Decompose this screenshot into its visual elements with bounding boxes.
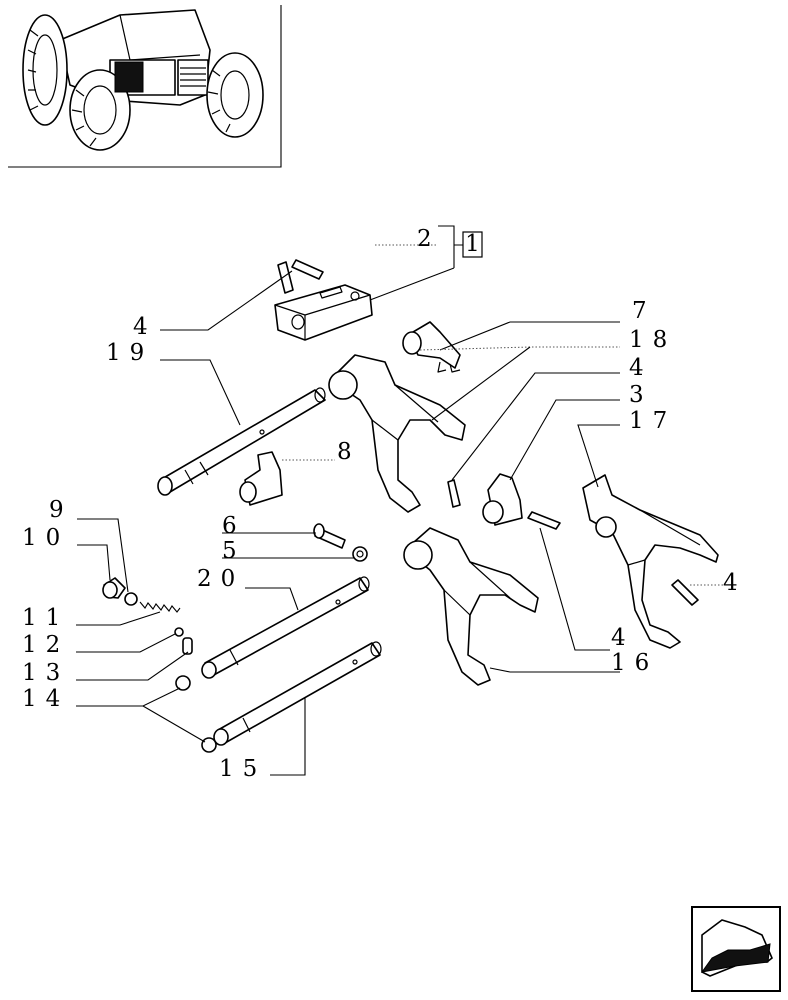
callout-15: 15 (219, 756, 266, 782)
pin-pair (277, 259, 324, 294)
circlip-14 (175, 675, 217, 753)
ball-12 (174, 627, 184, 637)
lug-3 (482, 473, 523, 526)
roll-pin-4b (447, 479, 461, 508)
lug-7 (402, 321, 461, 373)
selector-rod-19 (157, 387, 326, 496)
callout-18: 18 (629, 327, 676, 353)
roll-pin-4d (671, 579, 699, 606)
shift-fork-17 (582, 474, 719, 649)
kit-reference-box: 1 (438, 225, 483, 268)
callout-17: 17 (629, 408, 676, 434)
spring-11 (139, 601, 181, 613)
callout-7: 7 (632, 298, 656, 324)
callout-14: 14 (22, 686, 69, 712)
leader-lines (76, 244, 725, 776)
lug-8 (239, 451, 283, 506)
callout-11: 11 (22, 605, 69, 631)
callout-4-upper: 4 (629, 355, 653, 381)
shift-fork-18 (328, 354, 466, 513)
shift-fork-16 (403, 527, 539, 686)
bolt-6 (313, 523, 346, 549)
callout-10: 10 (22, 525, 69, 551)
roll-pin-4c (527, 511, 561, 530)
callout-3: 3 (629, 382, 653, 408)
callout-4-right: 4 (723, 570, 747, 596)
callout-4-lower: 4 (611, 625, 635, 651)
callout-4: 4 (133, 314, 157, 340)
callout-16: 16 (611, 650, 658, 676)
callout-labels: 2 4 19 7 18 4 3 17 8 9 10 6 5 20 4 11 12… (22, 226, 747, 782)
callout-6: 6 (222, 513, 246, 539)
callout-9: 9 (49, 497, 73, 523)
callout-12: 12 (22, 632, 69, 658)
selector-rod-15 (213, 641, 382, 746)
callout-19: 19 (106, 340, 153, 366)
kit-reference-number: 1 (465, 231, 480, 257)
previous-page-arrow-icon[interactable] (691, 906, 781, 992)
detent-plug-10 (102, 577, 126, 599)
callout-13: 13 (22, 660, 69, 686)
washer-5 (352, 546, 368, 562)
callout-2: 2 (417, 226, 441, 252)
callout-5: 5 (222, 538, 246, 564)
selector-rod-20 (201, 576, 370, 679)
callout-8: 8 (337, 439, 361, 465)
tractor-thumbnail (8, 5, 282, 168)
callout-20: 20 (197, 566, 244, 592)
plunger-13 (182, 637, 193, 655)
selector-block (274, 284, 373, 341)
washer-9 (124, 592, 138, 606)
